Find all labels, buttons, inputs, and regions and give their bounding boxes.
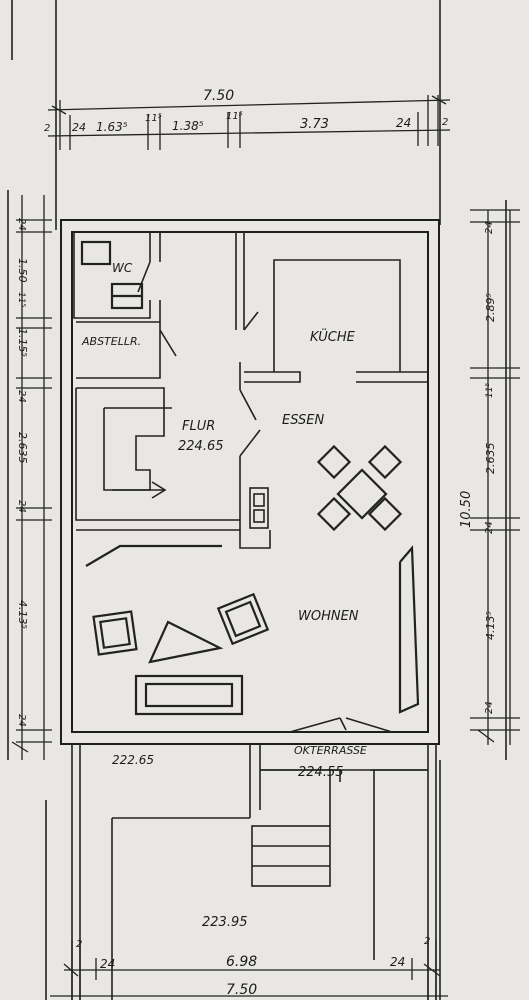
dim-top-3: 1.63⁵ bbox=[96, 120, 128, 134]
room-level-flur: 224.65 bbox=[178, 439, 224, 454]
dim-right-7: 24 bbox=[484, 701, 495, 714]
terrace-steps bbox=[251, 770, 331, 887]
room-label-abstellraum: ABSTELLR. bbox=[81, 335, 141, 348]
top-dimension-labels: 7.50 2 24 1.63⁵ 11⁵ 1.38⁵ 11⁵ 3.73 24 2 bbox=[44, 88, 448, 134]
coffee-table bbox=[148, 620, 224, 664]
dim-right-1: 24 bbox=[484, 221, 495, 234]
dim-left-8: 4.13⁵ bbox=[16, 600, 29, 629]
dim-top-4: 11⁵ bbox=[145, 113, 162, 124]
dim-top-2: 24 bbox=[72, 121, 86, 134]
dim-top-1: 2 bbox=[44, 123, 50, 134]
room-label-essen: ESSEN bbox=[282, 413, 324, 428]
dim-top-total: 7.50 bbox=[203, 88, 234, 104]
dim-left-9: 24 bbox=[16, 714, 27, 727]
room-level-outside: 222.65 bbox=[112, 753, 154, 767]
dining-chair bbox=[367, 496, 403, 532]
sofa bbox=[134, 674, 244, 716]
bottom-dimension-chain bbox=[50, 940, 448, 1000]
top-dimension-chain bbox=[47, 95, 451, 150]
room-label-wc: WC bbox=[112, 261, 133, 275]
right-dimension-chain bbox=[470, 209, 520, 745]
dim-left-1: 24 bbox=[16, 218, 27, 231]
dining-table bbox=[336, 468, 388, 520]
interior-walls bbox=[73, 232, 429, 549]
armchair bbox=[216, 592, 270, 646]
wc-fixtures bbox=[80, 240, 144, 310]
dim-bottom-3: 24 bbox=[390, 955, 405, 969]
flur-arrow bbox=[112, 481, 167, 499]
sideboard bbox=[85, 544, 222, 567]
armchair bbox=[92, 610, 138, 656]
dim-bottom-inner: 6.98 bbox=[226, 954, 257, 970]
room-level-garden: 223.95 bbox=[202, 915, 248, 930]
room-label-terrasse: OKTERRASSE bbox=[294, 744, 367, 757]
dim-top-7: 3.73 bbox=[300, 117, 329, 132]
dim-right-6: 4.13⁵ bbox=[484, 611, 497, 640]
dim-bottom-total: 7.50 bbox=[226, 982, 257, 998]
dim-top-8: 24 bbox=[396, 116, 411, 130]
dim-bottom-4: 2 bbox=[424, 936, 430, 947]
dining-chair bbox=[316, 496, 352, 532]
reference-lines bbox=[7, 0, 507, 1000]
sideboard-right bbox=[398, 545, 420, 714]
dim-right-2: 2.89⁵ bbox=[484, 293, 497, 322]
doors bbox=[137, 261, 393, 733]
dining-chair bbox=[367, 444, 403, 480]
right-dimension-labels: 24 2.89⁵ 11⁵ 2.635 24 4.13⁵ 24 10.50 bbox=[459, 221, 497, 714]
dim-top-6: 11⁵ bbox=[226, 111, 243, 122]
room-labels: WC ABSTELLR. KÜCHE FLUR 224.65 ESSEN WOH… bbox=[81, 261, 367, 930]
dim-left-3: 11⁵ bbox=[16, 292, 26, 307]
dim-left-5: 24 bbox=[16, 390, 27, 403]
dim-right-3: 11⁵ bbox=[485, 383, 495, 398]
room-level-terrasse: 224.55 bbox=[298, 765, 344, 780]
wc-basin bbox=[80, 240, 112, 266]
left-dimension-labels: 24 1.50 11⁵ 1.15⁵ 24 2.635 24 4.13⁵ 24 bbox=[16, 218, 29, 727]
left-dimension-chain bbox=[11, 195, 52, 760]
dining-chair bbox=[316, 444, 352, 480]
dim-bottom-1: 2 bbox=[76, 939, 82, 950]
dim-bottom-2: 24 bbox=[100, 957, 115, 971]
living-furniture bbox=[85, 544, 420, 716]
dim-right-total: 10.50 bbox=[459, 491, 474, 528]
bottom-dimension-labels: 2 24 6.98 24 2 7.50 bbox=[76, 936, 430, 998]
dim-left-6: 2.635 bbox=[16, 432, 29, 464]
dim-right-4: 2.635 bbox=[484, 443, 497, 475]
dim-left-7: 24 bbox=[16, 500, 27, 513]
dim-top-5: 1.38⁵ bbox=[172, 119, 204, 133]
room-label-flur: FLUR bbox=[182, 419, 215, 434]
dim-left-2: 1.50 bbox=[16, 258, 29, 283]
dim-top-9: 2 bbox=[442, 117, 448, 128]
room-label-wohnen: WOHNEN bbox=[298, 609, 359, 624]
dim-right-5: 24 bbox=[484, 521, 495, 534]
room-label-kueche: KÜCHE bbox=[310, 328, 356, 345]
dim-left-4: 1.15⁵ bbox=[16, 328, 29, 357]
dining-set bbox=[316, 444, 403, 532]
